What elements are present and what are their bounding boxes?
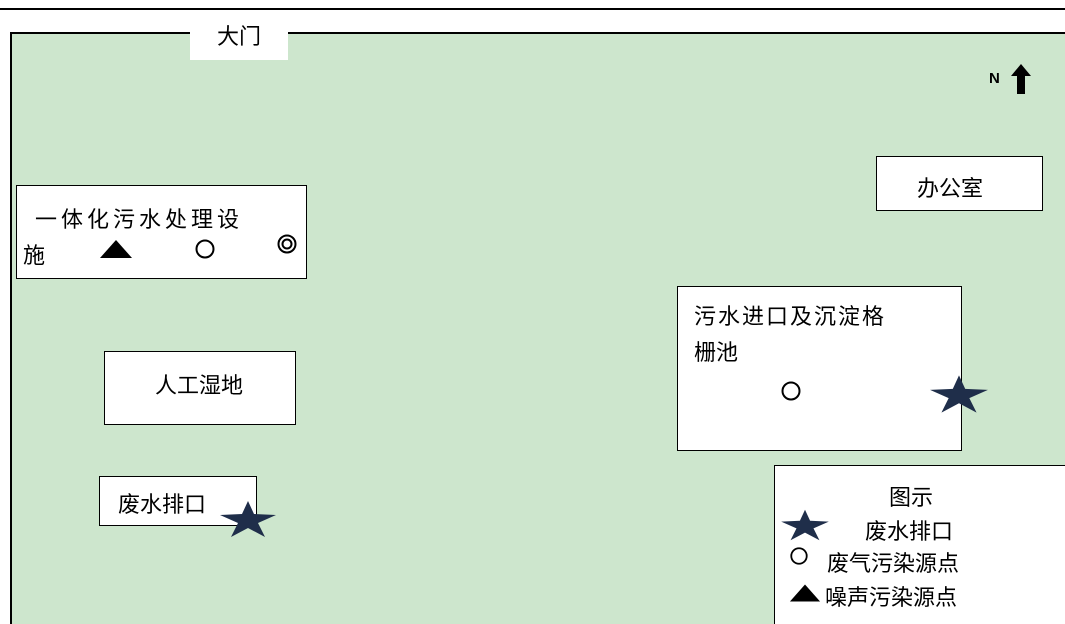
inlet-tank-label-line1: 污水进口及沉淀格	[694, 305, 887, 330]
legend-item-label: 废气污染源点	[827, 552, 960, 577]
top-boundary-line	[0, 8, 1065, 10]
exhaust-source-circle-icon	[781, 381, 801, 401]
inlet-tank-box: 污水进口及沉淀格 栅池	[677, 286, 962, 451]
treatment-facility-label-line1: 一体化污水处理设	[35, 208, 244, 233]
circle-icon	[790, 547, 808, 565]
treatment-facility-label-line2: 施	[23, 244, 46, 269]
wetland-box: 人工湿地	[104, 351, 296, 425]
legend-item-label: 噪声污染源点	[825, 586, 958, 611]
inlet-tank-label-line2: 栅池	[694, 341, 739, 366]
exhaust-source-circle-icon	[195, 239, 215, 259]
office-box: 办公室	[876, 156, 1043, 211]
discharge-outlet-box: 废水排口	[99, 476, 257, 526]
gate-label: 大门	[190, 16, 288, 60]
double-circle-icon	[277, 234, 297, 254]
treatment-facility-box: 一体化污水处理设 施	[16, 185, 307, 279]
noise-source-triangle-icon	[100, 240, 132, 258]
discharge-star-icon	[930, 375, 988, 413]
wetland-label: 人工湿地	[155, 374, 244, 399]
legend-item-label: 废水排口	[865, 520, 954, 545]
triangle-icon	[789, 584, 821, 602]
discharge-star-icon	[220, 501, 276, 537]
legend-title: 图示	[889, 486, 934, 511]
discharge-outlet-label: 废水排口	[118, 493, 207, 518]
north-arrow-icon	[1011, 64, 1031, 94]
north-label: N	[989, 70, 1000, 87]
office-label: 办公室	[917, 177, 984, 202]
star-icon	[781, 509, 829, 541]
legend-box: 图示 废水排口 废气污染源点 噪声污染源点	[774, 465, 1065, 624]
